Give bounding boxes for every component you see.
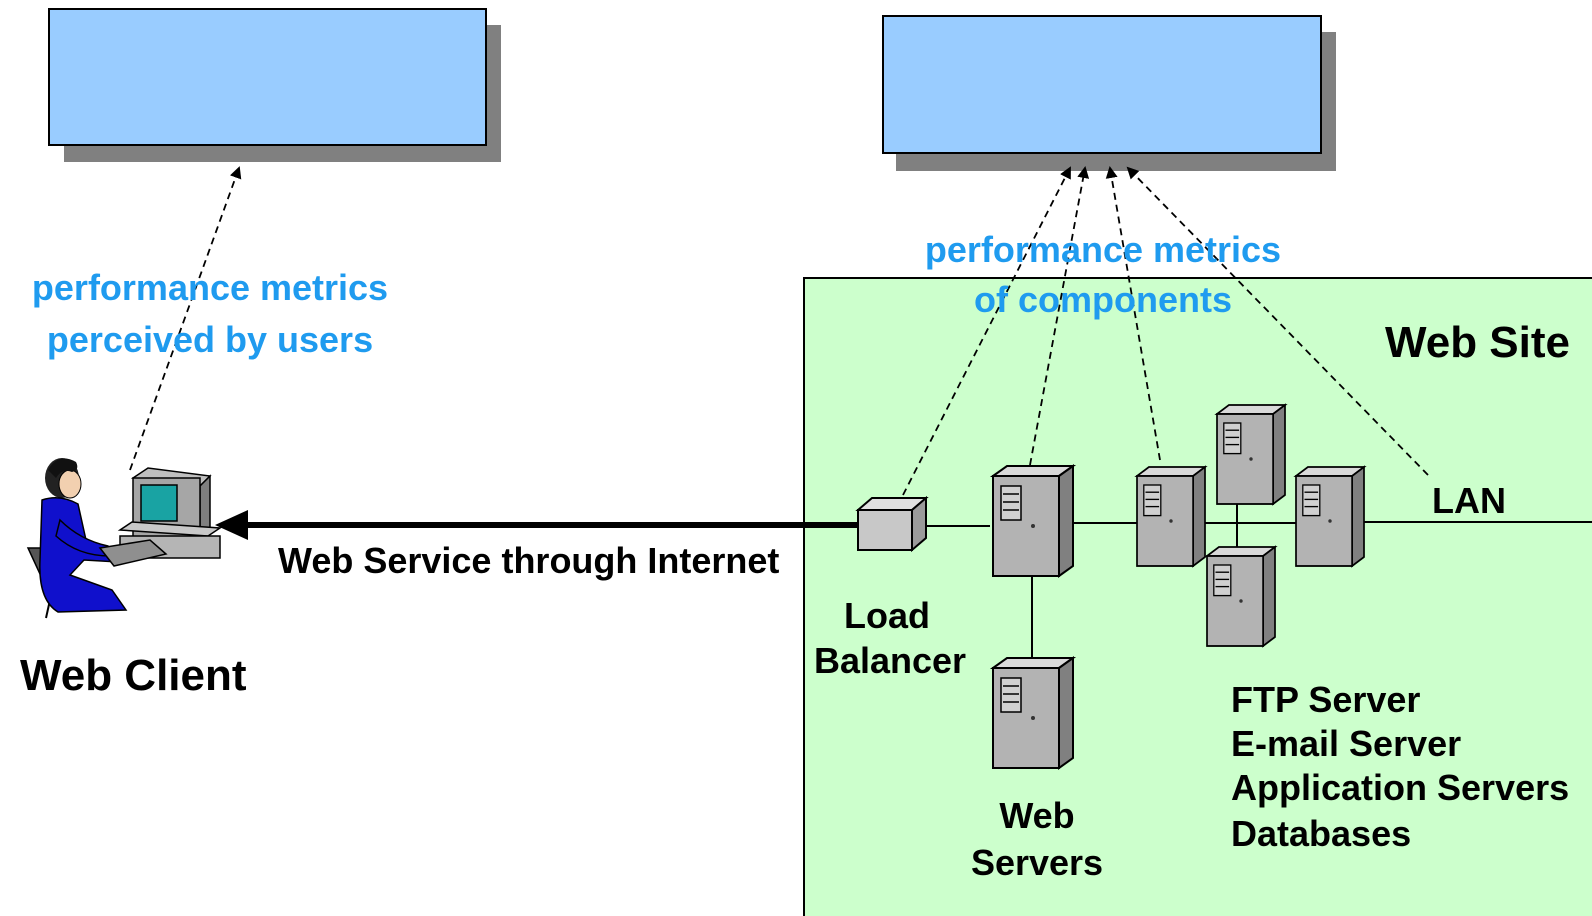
backend-servers-list: FTP Server E-mail Server Application Ser… [1231,679,1569,854]
balancer-metric-arrow [902,166,1071,496]
component-metrics-label-line1: performance metrics [925,229,1281,270]
load-balancer-icon [855,495,929,553]
metric-arrows [129,166,1429,496]
user-metrics-label-line2: perceived by users [47,319,373,360]
web-server-icon-1 [992,465,1074,577]
network-connections [923,493,1299,668]
web-site-region [803,277,1592,916]
web-server-icon-2 [992,657,1074,769]
appserver-metric-arrow [1105,166,1161,461]
webserver-metric-arrow [1029,166,1090,466]
web-client-icon [26,458,223,619]
backend-server-label: E-mail Server [1231,723,1461,764]
user-metrics-label-line1: performance metrics [32,267,388,308]
app-server-icon-4 [1206,546,1276,647]
backend-server-label: Databases [1231,813,1411,854]
web-servers-label-line2: Servers [971,842,1103,883]
app-server-icon-3 [1295,466,1365,567]
user-metrics-box [48,8,501,162]
web-service-arrowhead [215,510,248,540]
app-server-icon-1 [1136,466,1206,567]
web-service-label: Web Service through Internet [278,540,779,581]
component-metrics-label-line2: of components [974,279,1232,320]
web-servers-label-line1: Web [999,795,1074,836]
web-client-label: Web Client [20,651,247,700]
load-balancer-label-line1: Load [844,595,930,636]
lan-label: LAN [1432,480,1506,521]
load-balancer-label-line2: Balancer [814,640,966,681]
app-server-icon-2 [1216,404,1286,505]
component-metrics-box [882,15,1336,171]
backend-server-label: FTP Server [1231,679,1420,720]
client-metric-arrow [129,166,242,471]
web-site-title: Web Site [1385,318,1570,367]
backend-server-label: Application Servers [1231,767,1569,808]
